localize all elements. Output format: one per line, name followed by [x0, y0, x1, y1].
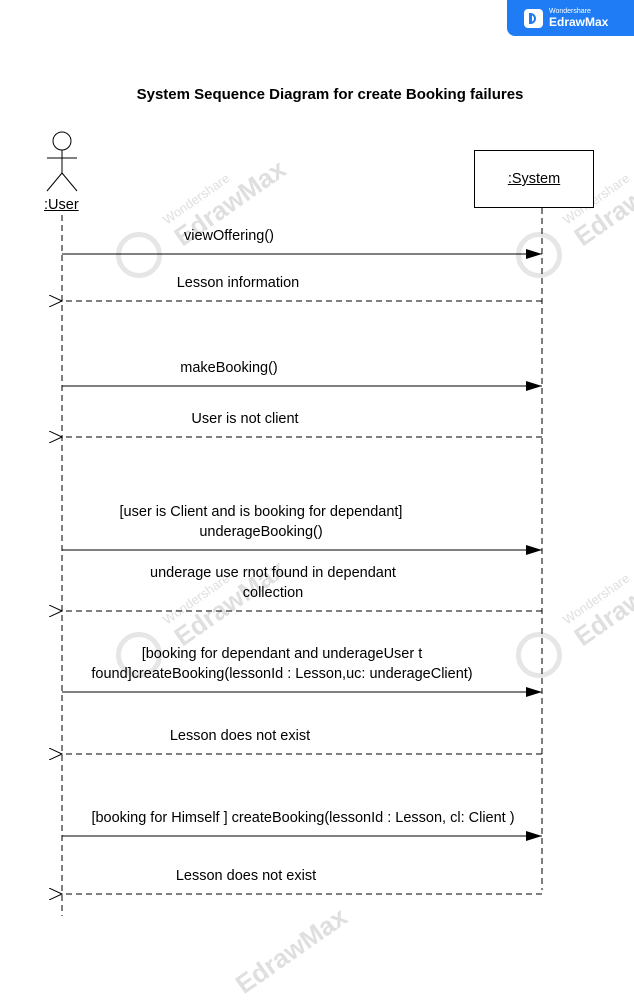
watermark-logo-icon — [116, 232, 162, 278]
message-label: Lesson information — [176, 274, 300, 291]
actor-label: :User — [44, 197, 79, 213]
message-label: underageBooking() — [199, 523, 323, 540]
system-lifeline-box: :System — [474, 150, 594, 208]
message-label: Lesson does not exist — [175, 867, 317, 884]
watermark-logo-icon — [116, 632, 162, 678]
message-label: underage use rnot found in dependant — [150, 565, 396, 581]
edrawmax-logo-icon — [524, 8, 543, 28]
message-label: viewOffering() — [184, 227, 274, 244]
message-label: Lesson does not exist — [169, 727, 311, 744]
diagram-title: System Sequence Diagram for create Booki… — [136, 86, 524, 103]
message-label: makeBooking() — [180, 359, 278, 376]
message-label: User is not client — [191, 410, 299, 427]
edrawmax-badge[interactable]: Wondershare EdrawMax — [507, 0, 634, 36]
watermark-logo-icon — [516, 632, 562, 678]
message-label: [booking for dependant and underageUser … — [141, 646, 423, 662]
watermark-logo-icon — [516, 232, 562, 278]
actor-figure — [46, 131, 78, 192]
message-label: collection — [242, 584, 304, 601]
message-label: [user is Client and is booking for depen… — [119, 504, 403, 520]
message-label: found]createBooking(lessonId : Lesson,uc… — [91, 665, 473, 682]
system-label: :System — [507, 171, 561, 187]
sequence-diagram — [46, 131, 543, 916]
badge-small-text: Wondershare — [549, 8, 591, 15]
badge-text: Wondershare EdrawMax — [549, 8, 608, 28]
badge-big-text: EdrawMax — [549, 15, 609, 29]
message-label: [booking for Himself ] createBooking(les… — [91, 809, 515, 826]
